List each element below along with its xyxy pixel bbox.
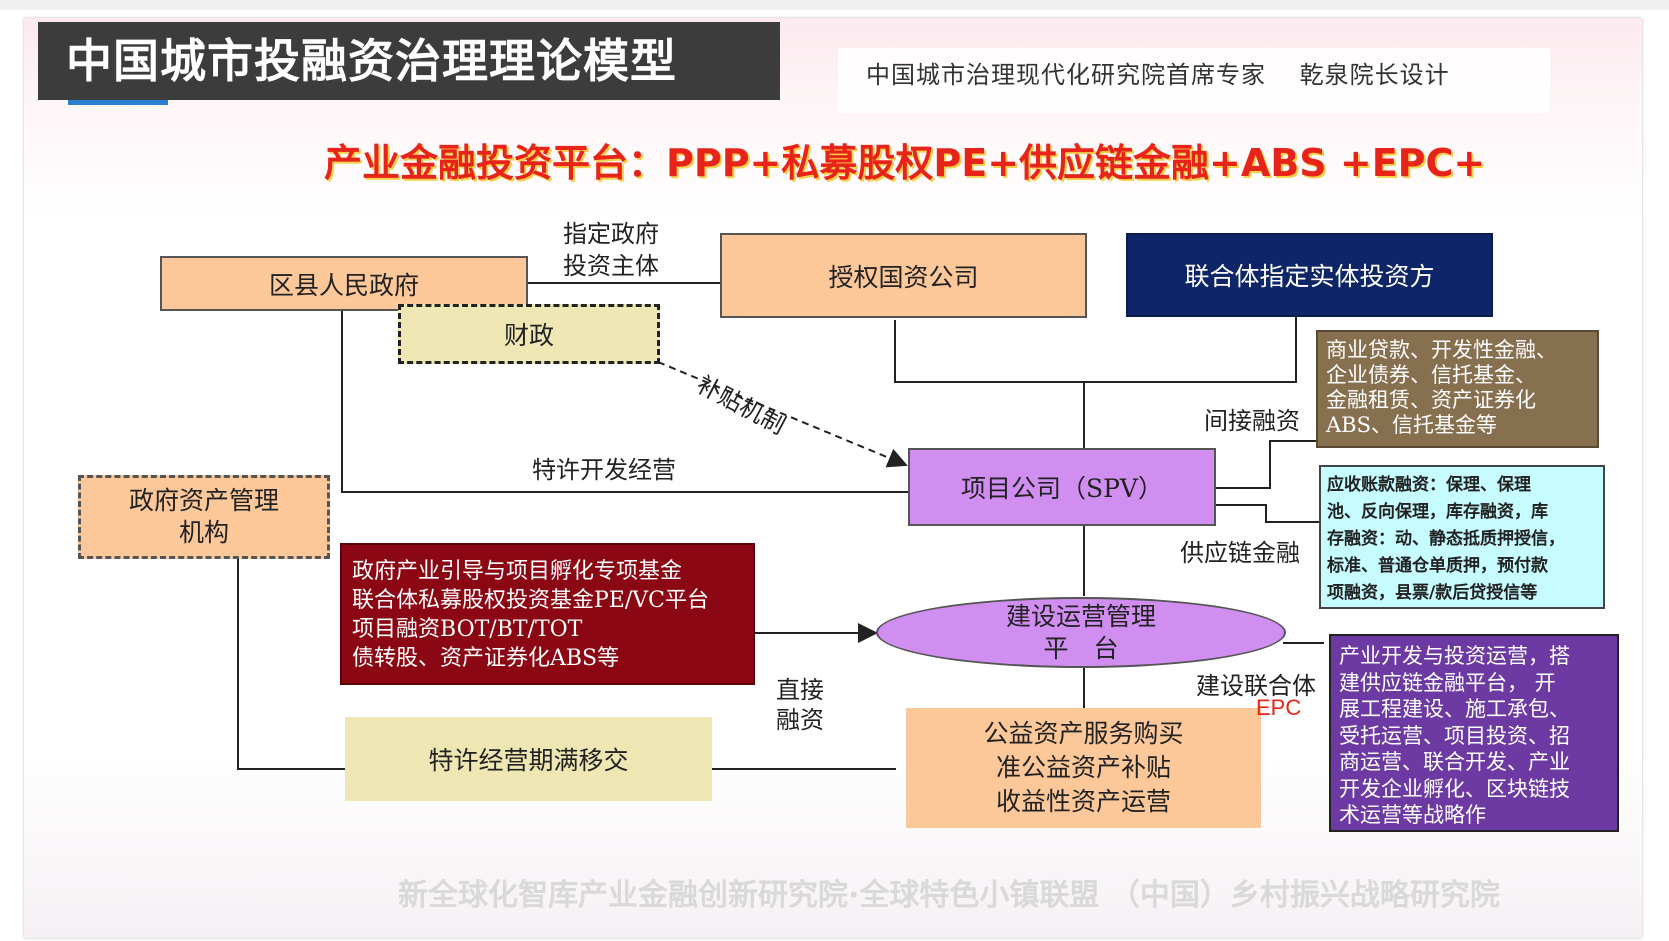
credit-background bbox=[838, 48, 1550, 113]
supply-chain-finance-label: 供应链金融 bbox=[1180, 539, 1300, 567]
epc-line: 术运营等战略作 bbox=[1339, 803, 1486, 827]
direct-financing-fund-box: 政府产业引导与项目孵化专项基金 联合体私募股权投资基金PE/VC平台 项目融资B… bbox=[340, 543, 755, 685]
platform-line1: 建设运营管理 bbox=[1005, 601, 1156, 631]
authorized-soe-label: 授权国资公司 bbox=[828, 262, 979, 292]
investors-merge-line bbox=[894, 316, 1297, 383]
fund-line: 债转股、资产证券化ABS等 bbox=[352, 646, 620, 671]
franchise-transfer-label: 特许经营期满移交 bbox=[428, 746, 629, 775]
spv-to-supply-line bbox=[1214, 504, 1319, 523]
gov-asset-management-box: 政府资产管理 机构 bbox=[78, 475, 330, 559]
finance-box: 财政 bbox=[398, 304, 660, 364]
supply-line: 池、反向保理，库存融资，库 bbox=[1327, 502, 1548, 522]
franchise-development-label: 特许开发经营 bbox=[532, 456, 676, 484]
public-assets-line: 准公益资产补贴 bbox=[995, 753, 1171, 782]
epc-line: 建供应链金融平台， 开 bbox=[1339, 670, 1556, 695]
epc-consortium-box: 产业开发与投资运营，搭 建供应链金融平台， 开 展工程建设、施工承包、 受托运营… bbox=[1329, 634, 1619, 832]
subsidy-arrow bbox=[657, 361, 908, 468]
indirect-line: ABS、信托基金等 bbox=[1326, 413, 1497, 437]
finance-label: 财政 bbox=[503, 321, 554, 350]
asset-mgmt-to-transfer-line bbox=[237, 559, 345, 770]
fund-line: 项目融资BOT/BT/TOT bbox=[352, 617, 583, 642]
designated-investor-label-line1: 指定政府 bbox=[563, 220, 659, 248]
indirect-financing-box: 商业贷款、开发性金融、 企业债券、信托基金、 金融租赁、资产证券化 ABS、信托… bbox=[1316, 330, 1599, 448]
epc-line: 商运营、联合开发、产业 bbox=[1339, 750, 1570, 774]
indirect-line: 企业债券、信托基金、 bbox=[1326, 363, 1536, 387]
spv-box: 项目公司（SPV） bbox=[908, 448, 1216, 526]
district-government-box: 区县人民政府 bbox=[160, 256, 528, 311]
consortium-investor-label: 联合体指定实体投资方 bbox=[1184, 262, 1435, 291]
gov-to-spv-line bbox=[341, 309, 908, 493]
district-government-label: 区县人民政府 bbox=[268, 270, 419, 300]
direct-financing-label-line1: 直接 bbox=[776, 676, 824, 704]
consortium-investor-box: 联合体指定实体投资方 bbox=[1126, 233, 1493, 317]
epc-line: 受托运营、项目投资、招 bbox=[1339, 723, 1570, 748]
public-assets-line: 公益资产服务购买 bbox=[983, 719, 1184, 748]
fund-line: 联合体私募股权投资基金PE/VC平台 bbox=[352, 588, 709, 613]
supply-chain-finance-box: 应收账款融资：保理、保理 池、反向保理，库存融资，库 存融资：动、静态抵质押授信… bbox=[1319, 465, 1605, 609]
indirect-line: 金融租赁、资产证券化 bbox=[1326, 388, 1536, 412]
epc-line: 产业开发与投资运营，搭 bbox=[1339, 644, 1570, 668]
author-credit: 中国城市治理现代化研究院首席专家 乾泉院长设计 bbox=[866, 61, 1450, 89]
epc-label: EPC bbox=[1256, 695, 1302, 720]
franchise-transfer-box: 特许经营期满移交 bbox=[345, 717, 712, 801]
indirect-line: 商业贷款、开发性金融、 bbox=[1326, 338, 1557, 362]
supply-line: 存融资：动、静态抵质押授信， bbox=[1327, 529, 1565, 549]
indirect-financing-label: 间接融资 bbox=[1204, 407, 1300, 435]
authorized-soe-box: 授权国资公司 bbox=[720, 233, 1087, 318]
designated-investor-label-line2: 投资主体 bbox=[563, 252, 659, 280]
construction-consortium-label: 建设联合体 bbox=[1196, 672, 1316, 700]
construction-platform-ellipse: 建设运营管理 平 台 bbox=[876, 597, 1286, 668]
public-assets-line: 收益性资产运营 bbox=[995, 787, 1171, 816]
footer-watermark: 新全球化智库产业金融创新研究院·全球特色小镇联盟 （中国）乡村振兴战略研究院 bbox=[398, 878, 1500, 913]
spv-to-indirect-line bbox=[1214, 440, 1316, 489]
title-accent-bar bbox=[68, 100, 168, 105]
supply-line: 项融资，县票/款后贷授信等 bbox=[1327, 583, 1538, 603]
top-strip bbox=[0, 0, 1669, 10]
page-title: 中国城市投融资治理理论模型 bbox=[38, 22, 780, 100]
gov-asset-management-line2: 机构 bbox=[178, 518, 229, 547]
supply-line: 标准、普通仓单质押，预付款 bbox=[1327, 556, 1548, 576]
fund-line: 政府产业引导与项目孵化专项基金 bbox=[352, 559, 683, 584]
epc-line: 开发企业孵化、区块链技 bbox=[1339, 776, 1570, 801]
gov-asset-management-line1: 政府资产管理 bbox=[128, 486, 279, 515]
supply-line: 应收账款融资：保理、保理 bbox=[1327, 475, 1531, 495]
public-assets-box: 公益资产服务购买 准公益资产补贴 收益性资产运营 bbox=[906, 708, 1261, 828]
epc-line: 展工程建设、施工承包、 bbox=[1339, 697, 1570, 721]
spv-label: 项目公司（SPV） bbox=[960, 474, 1163, 503]
platform-subtitle: 产业金融投资平台：PPP+私募股权PE+供应链金融+ABS +EPC+ bbox=[324, 141, 1486, 185]
direct-financing-label-line2: 融资 bbox=[776, 706, 824, 734]
platform-line2: 平 台 bbox=[1043, 633, 1119, 663]
